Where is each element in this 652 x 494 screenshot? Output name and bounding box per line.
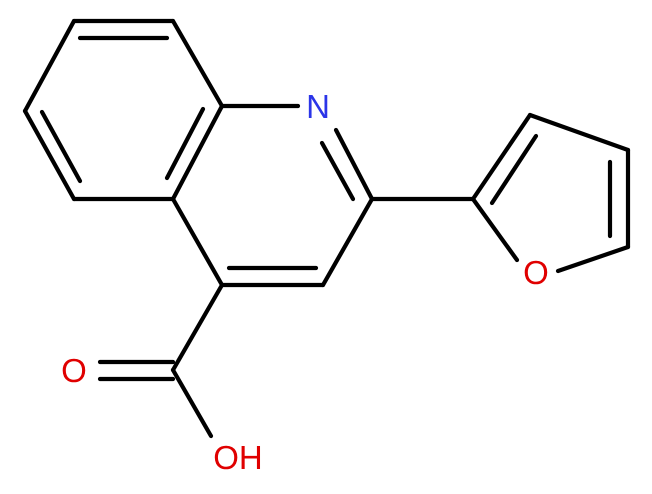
bond-c8-c8a bbox=[170, 18, 225, 109]
bond-n1-c2 bbox=[333, 127, 375, 202]
bond-c4-cooh bbox=[170, 282, 225, 373]
bond-n1-c2-inner bbox=[319, 140, 356, 202]
bond-furan-c3-c4 bbox=[527, 112, 631, 153]
furan-oxygen-atom-label: O bbox=[523, 254, 549, 291]
bond-furan-c5-o bbox=[555, 244, 631, 274]
bond-furan-c2-c3 bbox=[470, 112, 533, 202]
hydroxyl-group-label: OH bbox=[213, 439, 263, 476]
bond-c2-c3 bbox=[320, 196, 375, 288]
bond-c5-c6 bbox=[22, 108, 77, 202]
nitrogen-atom-label: N bbox=[306, 88, 330, 125]
bond-furan-c2-c3-inner bbox=[489, 133, 539, 206]
atom-labels: N O O OH bbox=[61, 88, 549, 476]
bonds bbox=[22, 18, 631, 439]
bond-c5-c6-inner bbox=[39, 109, 83, 184]
bond-c-oh bbox=[170, 367, 214, 439]
carbonyl-oxygen-atom-label: O bbox=[61, 352, 87, 389]
bond-c8a-c4a-inner bbox=[164, 106, 206, 181]
bond-c4-c4a bbox=[170, 196, 225, 288]
bond-furan-o-c2 bbox=[470, 196, 520, 263]
bond-c6-c7 bbox=[22, 18, 77, 114]
bond-c8a-c4a bbox=[170, 103, 225, 202]
